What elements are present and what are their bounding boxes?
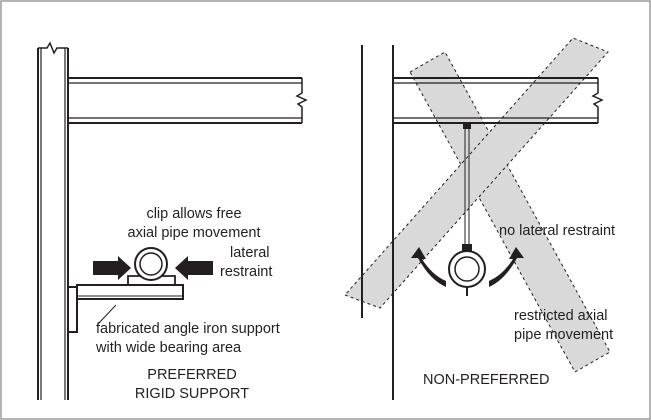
preferred-caption-line1: PREFERRED	[147, 367, 236, 383]
prohibited-x-mark	[344, 37, 611, 373]
clip-label-line2: axial pipe movement	[128, 225, 261, 241]
preferred-panel	[37, 41, 308, 400]
support-label-line2: with wide bearing area	[95, 340, 242, 356]
hanger-rod	[463, 123, 471, 246]
clip-label-line1: clip allows free	[146, 206, 241, 222]
axial-label-line1: restricted axial	[514, 308, 607, 324]
support-label-line1: fabricated angle iron support	[96, 321, 280, 337]
clipped-pipe	[127, 247, 176, 285]
lateral-label-line2: restraint	[220, 264, 272, 280]
non-preferred-caption: NON-PREFERRED	[423, 372, 549, 388]
right-restraint-arrow	[175, 256, 213, 280]
support-leader-line	[97, 304, 117, 325]
right-swing-arrow	[489, 247, 524, 287]
axial-label-line2: pipe movement	[514, 327, 613, 343]
left-restraint-arrow	[93, 256, 131, 280]
left-column	[37, 41, 69, 400]
no-lateral-label: no lateral restraint	[499, 223, 615, 239]
left-beam	[68, 77, 308, 124]
left-swing-arrow	[411, 247, 446, 287]
angle-iron-support	[67, 284, 184, 333]
right-beam	[393, 77, 604, 124]
preferred-caption-line2: RIGID SUPPORT	[135, 386, 249, 402]
non-preferred-panel	[361, 45, 604, 400]
lateral-label-line1: lateral	[230, 245, 270, 261]
ring-hanger-pipe	[448, 244, 486, 296]
